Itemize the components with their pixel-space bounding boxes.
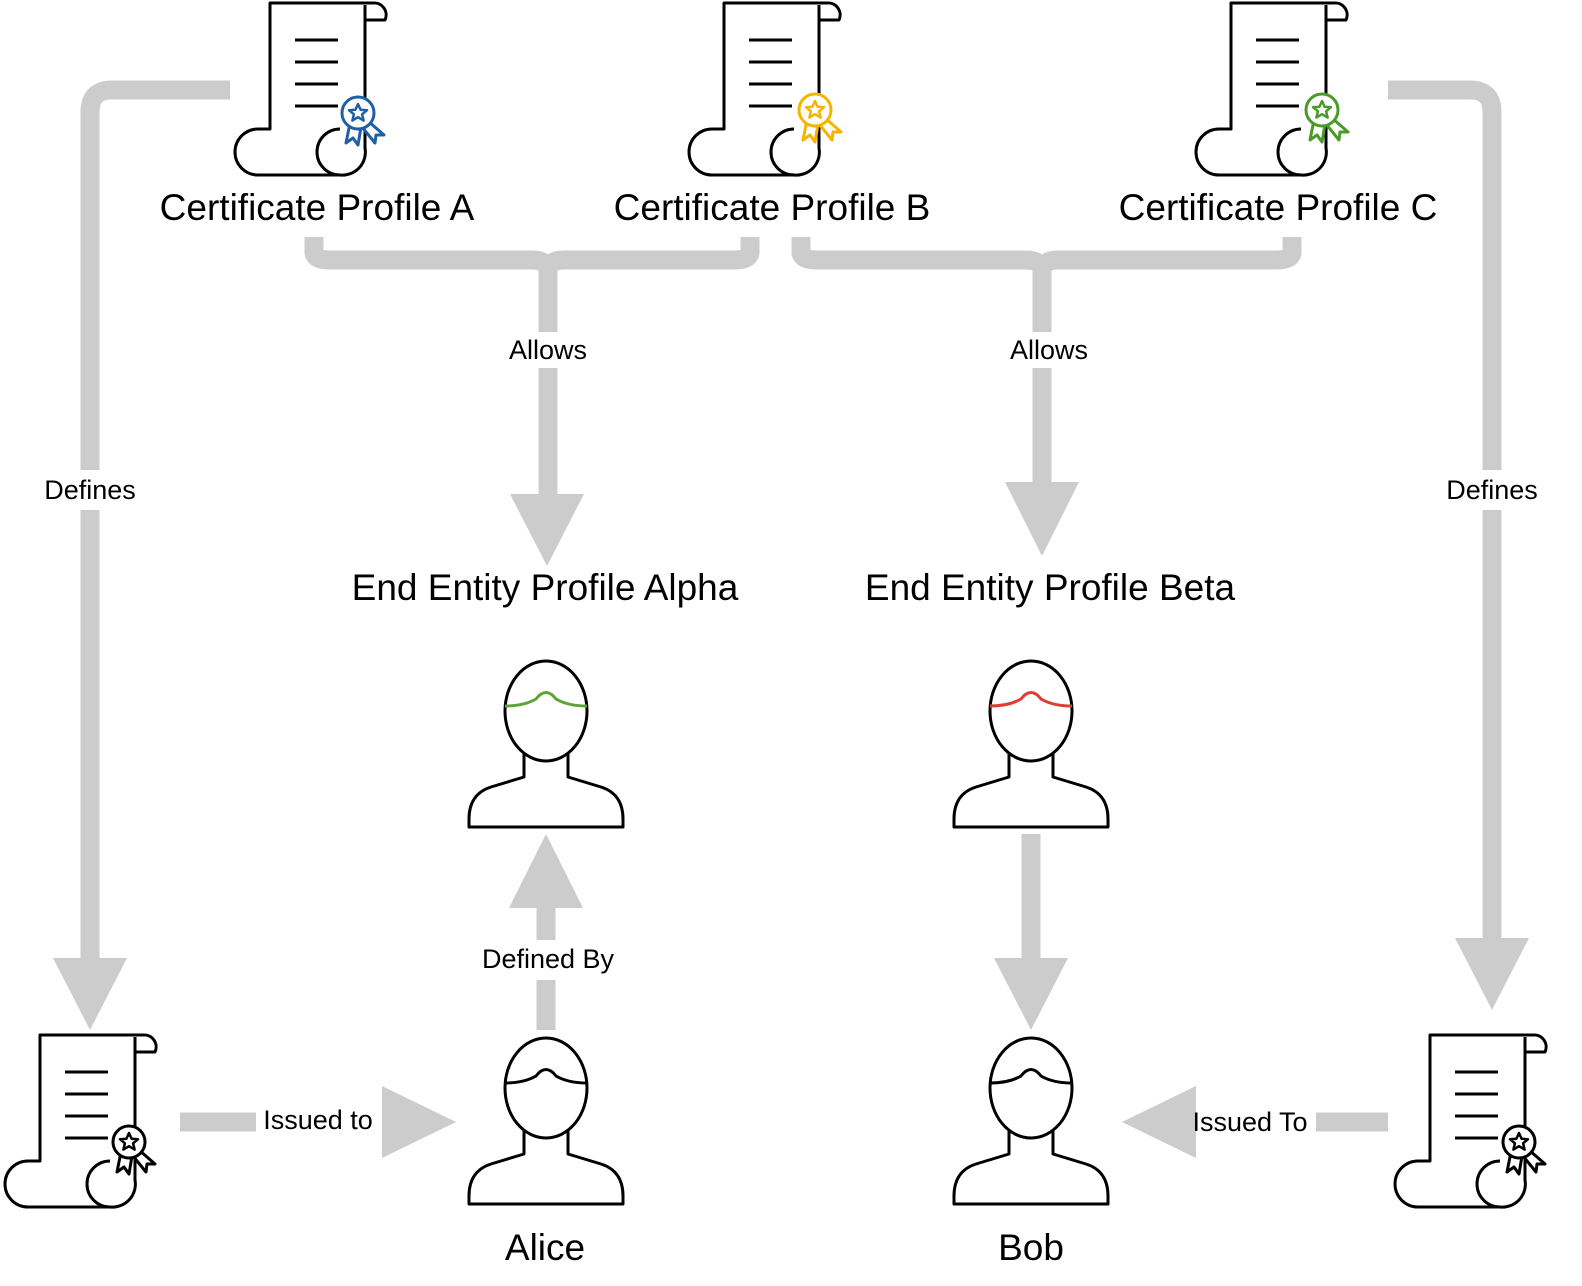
arrowhead-beta-to-bob: [994, 958, 1068, 1030]
node-cert-alice[interactable]: [3, 1033, 158, 1209]
arrowhead-issued-to-alice: [382, 1086, 456, 1158]
edge-label-allows-alpha: Allows: [509, 335, 587, 365]
arrowhead-defines-left: [53, 958, 127, 1030]
node-cert-profile-b[interactable]: Certificate Profile B: [614, 1, 931, 228]
edge-label-defines-right: Defines: [1446, 475, 1538, 505]
alice-label: Alice: [505, 1227, 585, 1268]
arrowhead-defines-right: [1455, 938, 1529, 1010]
cert-profile-b-label: Certificate Profile B: [614, 187, 931, 228]
edge-label-issued-to-alice: Issued to: [263, 1105, 373, 1135]
brace-allows-beta: [791, 237, 1302, 282]
person-icon: [467, 659, 625, 829]
connectors: [80, 80, 1502, 1132]
person-icon: [952, 659, 1110, 829]
node-cert-bob[interactable]: [1393, 1033, 1548, 1209]
arrowhead-allows-beta: [1005, 482, 1079, 556]
node-cert-profile-a[interactable]: Certificate Profile A: [160, 1, 475, 228]
cert-profile-c-label: Certificate Profile C: [1119, 187, 1438, 228]
node-bob[interactable]: Bob: [952, 1036, 1110, 1268]
certificate-scroll-icon: [1393, 1033, 1548, 1209]
ee-profile-alpha-label: End Entity Profile Alpha: [352, 567, 739, 608]
person-icon: [952, 1036, 1110, 1206]
arrowhead-defined-by: [509, 834, 583, 908]
brace-allows-alpha: [304, 237, 760, 282]
certificate-scroll-icon: [687, 1, 842, 177]
edge-label-allows-beta: Allows: [1010, 335, 1088, 365]
ee-profile-beta-label: End Entity Profile Beta: [865, 567, 1236, 608]
certificate-scroll-icon: [3, 1033, 158, 1209]
node-ee-profile-beta[interactable]: End Entity Profile Beta: [865, 567, 1236, 829]
shaft-defines-right-top: [1388, 80, 1502, 470]
node-ee-profile-alpha[interactable]: End Entity Profile Alpha: [352, 567, 739, 829]
bob-label: Bob: [998, 1227, 1064, 1268]
cert-profile-a-label: Certificate Profile A: [160, 187, 475, 228]
certificate-scroll-icon: [1194, 1, 1349, 177]
edge-label-defines-left: Defines: [44, 475, 136, 505]
arrowhead-allows-alpha: [510, 494, 584, 566]
node-alice[interactable]: Alice: [467, 1036, 625, 1268]
node-cert-profile-c[interactable]: Certificate Profile C: [1119, 1, 1438, 228]
certificate-scroll-icon: [233, 1, 388, 177]
arrowheads: [53, 482, 1529, 1158]
shaft-defines-left-top: [80, 80, 230, 470]
edge-label-defined-by: Defined By: [482, 944, 615, 974]
person-icon: [467, 1036, 625, 1206]
arrowhead-issued-to-bob: [1122, 1086, 1196, 1158]
edge-label-issued-to-bob: Issued To: [1192, 1107, 1307, 1137]
